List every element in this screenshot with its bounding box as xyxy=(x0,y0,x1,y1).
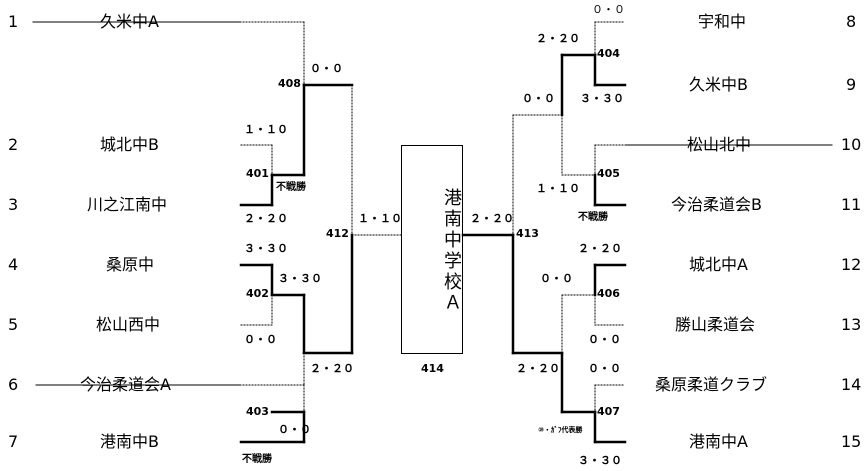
team-12: 城北中A xyxy=(689,255,748,274)
score-407-top: ０・０ xyxy=(588,362,621,375)
champion-name: 港南中学校Ａ xyxy=(441,188,462,314)
team-14: 桑原柔道クラブ xyxy=(655,375,768,394)
score-408-top: ０・０ xyxy=(310,62,343,75)
team-9: 久米中B xyxy=(689,75,748,94)
score-401-bottom: ２・２０ xyxy=(244,212,288,225)
score-404-top: ０・０ xyxy=(592,3,625,16)
score-406-bottom: ０・０ xyxy=(588,333,621,346)
note-407: ⑩・ｶﾞﾌ代表勝 xyxy=(538,426,583,434)
seed-4: 4 xyxy=(8,255,19,274)
note-405: 不戦勝 xyxy=(578,212,608,223)
seed-7: 7 xyxy=(8,432,19,451)
score-404-bottom: ３・３０ xyxy=(580,92,624,105)
seed-13: 13 xyxy=(841,315,862,334)
match-414: 414 xyxy=(421,362,444,375)
score-402-bottom: ０・０ xyxy=(244,333,277,346)
seed-6: 6 xyxy=(8,375,19,394)
score-401-top: １・１０ xyxy=(244,123,288,136)
match-403: 403 xyxy=(246,405,269,418)
team-6: 今治柔道会A xyxy=(80,375,171,394)
team-8: 宇和中 xyxy=(698,12,747,31)
score-412-right: ２・２０ xyxy=(310,362,354,375)
score-402-mid: ３・３０ xyxy=(278,272,322,285)
team-4: 桑原中 xyxy=(106,255,155,274)
score-413-top: ０・０ xyxy=(522,92,555,105)
team-11: 今治柔道会B xyxy=(671,195,762,214)
match-405: 405 xyxy=(597,167,620,180)
score-405-mid: １・１０ xyxy=(536,182,580,195)
seed-2: 2 xyxy=(8,135,19,154)
match-408: 408 xyxy=(278,77,301,90)
score-413-bottom: ２・２０ xyxy=(516,362,560,375)
seed-8: 8 xyxy=(846,12,857,31)
team-10: 松山北中 xyxy=(687,135,752,154)
seed-14: 14 xyxy=(841,375,862,394)
seed-3: 3 xyxy=(8,195,19,214)
champion-box: 港南中学校Ａ xyxy=(401,145,463,354)
team-7: 港南中B xyxy=(100,432,159,451)
score-413-to-final: ２・２０ xyxy=(470,212,514,225)
score-406-top: ２・２０ xyxy=(578,242,622,255)
match-406: 406 xyxy=(597,287,620,300)
score-404-mid: ２・２０ xyxy=(536,32,580,45)
seed-1: 1 xyxy=(8,12,19,31)
team-5: 松山西中 xyxy=(96,315,161,334)
seed-11: 11 xyxy=(841,195,862,214)
team-13: 勝山柔道会 xyxy=(675,315,756,334)
match-401: 401 xyxy=(246,167,269,180)
match-413: 413 xyxy=(516,227,539,240)
team-15: 港南中A xyxy=(689,432,748,451)
match-412: 412 xyxy=(326,227,349,240)
score-403-mid: ０・０ xyxy=(278,423,311,436)
match-404: 404 xyxy=(597,47,620,60)
score-406-mid: ０・０ xyxy=(540,272,573,285)
team-3: 川之江南中 xyxy=(87,195,168,214)
score-412-to-final: １・１０ xyxy=(358,212,402,225)
team-2: 城北中B xyxy=(100,135,159,154)
score-407-bottom: ３・３０ xyxy=(578,454,622,467)
seed-10: 10 xyxy=(841,135,862,154)
seed-5: 5 xyxy=(8,315,19,334)
team-1: 久米中A xyxy=(100,12,159,31)
match-407: 407 xyxy=(597,405,620,418)
match-402: 402 xyxy=(246,287,269,300)
seed-12: 12 xyxy=(841,255,862,274)
score-402-top: ３・３０ xyxy=(244,242,288,255)
note-403: 不戦勝 xyxy=(242,454,272,465)
seed-15: 15 xyxy=(841,432,862,451)
note-401: 不戦勝 xyxy=(276,182,306,193)
seed-9: 9 xyxy=(846,75,857,94)
